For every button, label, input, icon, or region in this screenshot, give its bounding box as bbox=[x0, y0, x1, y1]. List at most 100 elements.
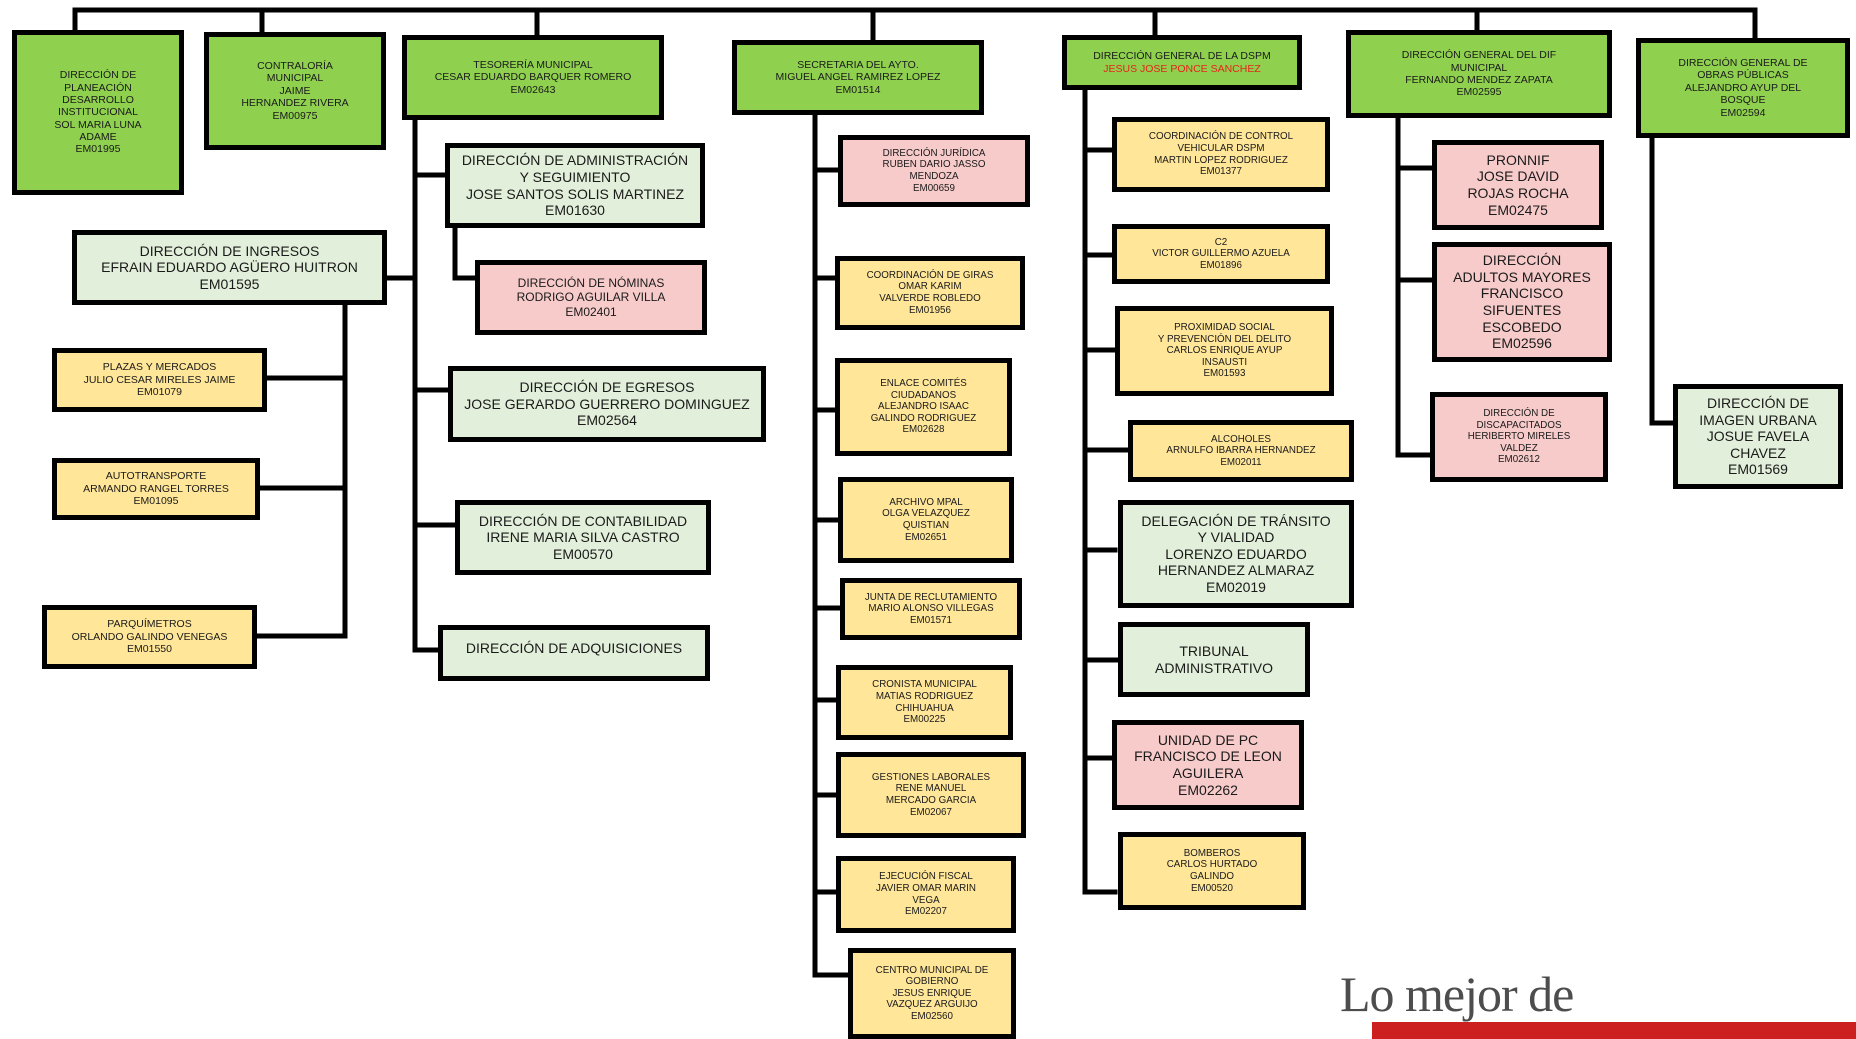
box-line: ADAME bbox=[79, 131, 117, 144]
box-line: ORLANDO GALINDO VENEGAS bbox=[71, 630, 228, 643]
box-line-red: JESUS JOSE PONCE SANCHEZ bbox=[1103, 62, 1261, 75]
box-line: EM01571 bbox=[910, 614, 952, 626]
box-line: EM01569 bbox=[1728, 461, 1788, 478]
box-line: IRENE MARIA SILVA CASTRO bbox=[486, 529, 680, 546]
box-line: EM00520 bbox=[1191, 882, 1233, 894]
box-line: BOMBEROS bbox=[1183, 847, 1241, 859]
box-line: GESTIONES LABORALES bbox=[871, 771, 991, 783]
box-line: SECRETARIA DEL AYTO. bbox=[797, 58, 919, 71]
box-line: FRANCISCO DE LEON bbox=[1134, 748, 1282, 765]
box-line: EM01630 bbox=[545, 202, 605, 219]
box-line: EM02262 bbox=[1178, 781, 1238, 798]
box-line: COORDINACIÓN DE GIRAS bbox=[866, 269, 994, 281]
box-line: EM02475 bbox=[1488, 201, 1548, 218]
box-line: DIRECCIÓN DE bbox=[1707, 395, 1809, 412]
box-line: EM00659 bbox=[913, 182, 955, 194]
box-line: TESORERÍA MUNICIPAL bbox=[473, 58, 593, 71]
box-line: ESCOBEDO bbox=[1482, 318, 1562, 335]
box-line: MARTIN LOPEZ RODRIGUEZ bbox=[1154, 154, 1288, 166]
box-line: EM02628 bbox=[902, 424, 945, 436]
box-line: CESAR EDUARDO BARQUER ROMERO bbox=[434, 71, 632, 84]
box-line: TRIBUNAL bbox=[1179, 642, 1249, 659]
secretaria-box: SECRETARIA DEL AYTO. MIGUEL ANGEL RAMIRE… bbox=[732, 40, 984, 115]
ingresos-box: DIRECCIÓN DE INGRESOS EFRAIN EDUARDO AGÜ… bbox=[72, 230, 387, 305]
box-line: EM02596 bbox=[1492, 335, 1552, 352]
box-line: SOL MARIA LUNA bbox=[54, 118, 142, 131]
box-line: FERNANDO MENDEZ ZAPATA bbox=[1405, 74, 1553, 86]
box-line: PARQUÍMETROS bbox=[107, 618, 192, 631]
box-line: CIUDADANOS bbox=[890, 389, 957, 401]
archivo-box: ARCHIVO MPAL OLGA VELAZQUEZ QUISTIAN EM0… bbox=[838, 477, 1014, 563]
box-line: JAIME bbox=[279, 84, 311, 97]
box-line: DIRECCIÓN bbox=[1482, 252, 1562, 269]
box-line: DIRECCIÓN GENERAL DE bbox=[1678, 57, 1808, 70]
box-line: EM01995 bbox=[75, 143, 121, 156]
box-line: DIRECCIÓN DE NÓMINAS bbox=[517, 276, 665, 291]
box-line: EM02643 bbox=[510, 83, 556, 96]
box-line: CONTRALORÍA bbox=[257, 60, 333, 73]
box-line: EM01377 bbox=[1200, 166, 1242, 178]
box-line: EM02560 bbox=[911, 1010, 953, 1022]
control-vehicular-box: COORDINACIÓN DE CONTROL VEHICULAR DSPM M… bbox=[1112, 117, 1330, 192]
tribunal-box: TRIBUNAL ADMINISTRATIVO bbox=[1118, 622, 1310, 697]
box-line: ADULTOS MAYORES bbox=[1453, 268, 1591, 285]
box-line: FRANCISCO bbox=[1480, 285, 1564, 302]
box-line: HERIBERTO MIRELES bbox=[1467, 431, 1571, 443]
box-line: VEHICULAR DSPM bbox=[1177, 142, 1265, 154]
plazas-mercados-box: PLAZAS Y MERCADOS JULIO CESAR MIRELES JA… bbox=[52, 348, 267, 412]
box-line: DELEGACIÓN DE TRÁNSITO bbox=[1141, 512, 1331, 529]
tesoreria-box: TESORERÍA MUNICIPAL CESAR EDUARDO BARQUE… bbox=[402, 35, 664, 120]
box-line: EM01550 bbox=[127, 643, 172, 656]
box-line: ALEJANDRO ISAAC bbox=[878, 401, 969, 413]
box-line: CARLOS HURTADO bbox=[1166, 859, 1258, 871]
dspm-box: DIRECCIÓN GENERAL DE LA DSPM JESUS JOSE … bbox=[1062, 35, 1302, 90]
box-line: ARNULFO IBARRA HERNANDEZ bbox=[1166, 445, 1316, 457]
box-line: DIRECCIÓN DE bbox=[59, 69, 137, 82]
box-line: EJECUCIÓN FISCAL bbox=[879, 871, 973, 883]
box-line: GALINDO bbox=[1189, 871, 1235, 882]
reclutamiento-box: JUNTA DE RECLUTAMIENTO MARIO ALONSO VILL… bbox=[840, 578, 1022, 640]
box-line: EM02207 bbox=[905, 906, 947, 918]
box-line: PLAZAS Y MERCADOS bbox=[102, 361, 217, 374]
box-line: EM02595 bbox=[1456, 86, 1502, 99]
box-line: IMAGEN URBANA bbox=[1699, 411, 1817, 428]
box-line: OLGA VELAZQUEZ bbox=[882, 508, 970, 520]
brand-logo-red-bar bbox=[1372, 1022, 1856, 1039]
box-line: JOSE SANTOS SOLIS MARTINEZ bbox=[465, 185, 685, 202]
box-line: EM02594 bbox=[1720, 106, 1766, 119]
contraloria-box: CONTRALORÍA MUNICIPAL JAIME HERNANDEZ RI… bbox=[204, 32, 386, 150]
box-line: ARMANDO RANGEL TORRES bbox=[83, 482, 229, 495]
box-line: MUNICIPAL bbox=[1450, 61, 1508, 74]
box-line: MIGUEL ANGEL RAMIREZ LOPEZ bbox=[775, 71, 941, 84]
box-line: EM02067 bbox=[910, 806, 952, 818]
box-line: Y SEGUIMIENTO bbox=[519, 168, 631, 185]
c2-box: C2 VICTOR GUILLERMO AZUELA EM01896 bbox=[1112, 224, 1330, 284]
box-line: ALCOHOLES bbox=[1211, 433, 1271, 445]
contabilidad-box: DIRECCIÓN DE CONTABILIDAD IRENE MARIA SI… bbox=[455, 500, 711, 575]
brand-logo-text: Lo mejor de bbox=[1340, 966, 1574, 1022]
box-line: CRONISTA MUNICIPAL bbox=[872, 679, 977, 691]
box-line: JOSE GERARDO GUERRERO DOMINGUEZ bbox=[464, 395, 750, 412]
box-line: VALVERDE ROBLEDO bbox=[879, 293, 981, 304]
box-line: DIRECCIÓN DE INGRESOS bbox=[139, 242, 320, 259]
box-line: HERNANDEZ RIVERA bbox=[241, 97, 349, 110]
box-line: DIRECCIÓN DE ADMINISTRACIÓN bbox=[461, 152, 689, 169]
bomberos-box: BOMBEROS CARLOS HURTADO GALINDO EM00520 bbox=[1118, 832, 1306, 910]
gestiones-laborales-box: GESTIONES LABORALES RENE MANUEL MERCADO … bbox=[836, 752, 1026, 838]
box-line: EM00975 bbox=[272, 109, 318, 122]
box-line: VAZQUEZ ARGUIJO bbox=[886, 999, 978, 1011]
box-line: EM00570 bbox=[553, 545, 613, 562]
box-line: OMAR KARIM bbox=[898, 281, 962, 293]
discapacitados-box: DIRECCIÓN DE DISCAPACITADOS HERIBERTO MI… bbox=[1430, 392, 1608, 482]
box-line: EM01593 bbox=[1203, 368, 1246, 380]
box-line: MARIO ALONSO VILLEGAS bbox=[868, 603, 994, 615]
cronista-box: CRONISTA MUNICIPAL MATIAS RODRIGUEZ CHIH… bbox=[836, 665, 1013, 740]
proximidad-social-box: PROXIMIDAD SOCIAL Y PREVENCIÓN DEL DELIT… bbox=[1115, 306, 1334, 396]
parquimetros-box: PARQUÍMETROS ORLANDO GALINDO VENEGAS EM0… bbox=[42, 605, 257, 669]
box-line: DESARROLLO bbox=[62, 93, 134, 106]
box-line: RODRIGO AGUILAR VILLA bbox=[516, 290, 666, 305]
box-line: CENTRO MUNICIPAL DE bbox=[875, 964, 989, 976]
box-line: UNIDAD DE PC bbox=[1157, 731, 1259, 748]
dif-box: DIRECCIÓN GENERAL DEL DIF MUNICIPAL FERN… bbox=[1346, 30, 1612, 118]
